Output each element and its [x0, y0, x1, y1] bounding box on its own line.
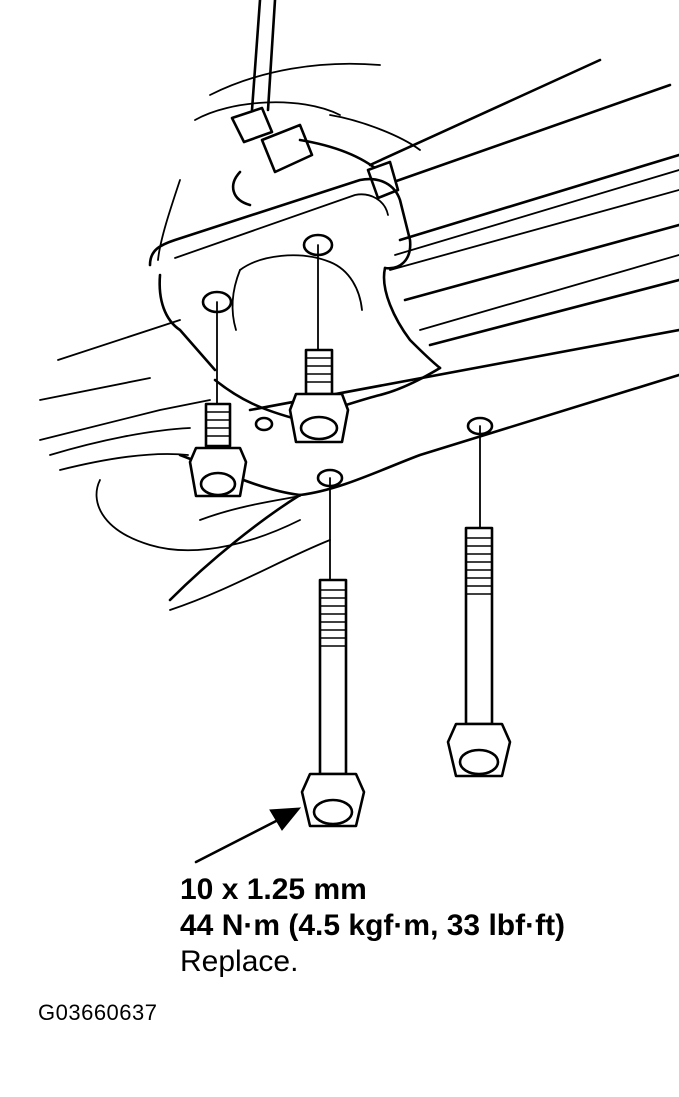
frame-rails: [368, 58, 679, 347]
leader-arrow: [194, 807, 302, 864]
figure-code: G03660637: [38, 1000, 158, 1025]
bolt-size-label: 10 x 1.25 mm: [180, 873, 367, 906]
bolt-spec-callout: 10 x 1.25 mm 44 N·m (4.5 kgf·m, 33 lbf·f…: [180, 872, 565, 980]
long-bolt-2: [446, 526, 512, 778]
alignment-lines: [216, 244, 481, 581]
mount-bracket: [148, 177, 442, 422]
replace-note: Replace.: [180, 945, 299, 978]
torque-spec-label: 44 N·m (4.5 kgf·m, 33 lbf·ft): [180, 909, 566, 942]
wire-harness: [230, 0, 400, 207]
short-bolt-1: [188, 402, 248, 498]
bolt-holes: [201, 233, 494, 488]
short-bolt-2: [288, 348, 350, 444]
body-contour-lines: [39, 62, 421, 611]
long-bolt-1: [300, 578, 366, 828]
